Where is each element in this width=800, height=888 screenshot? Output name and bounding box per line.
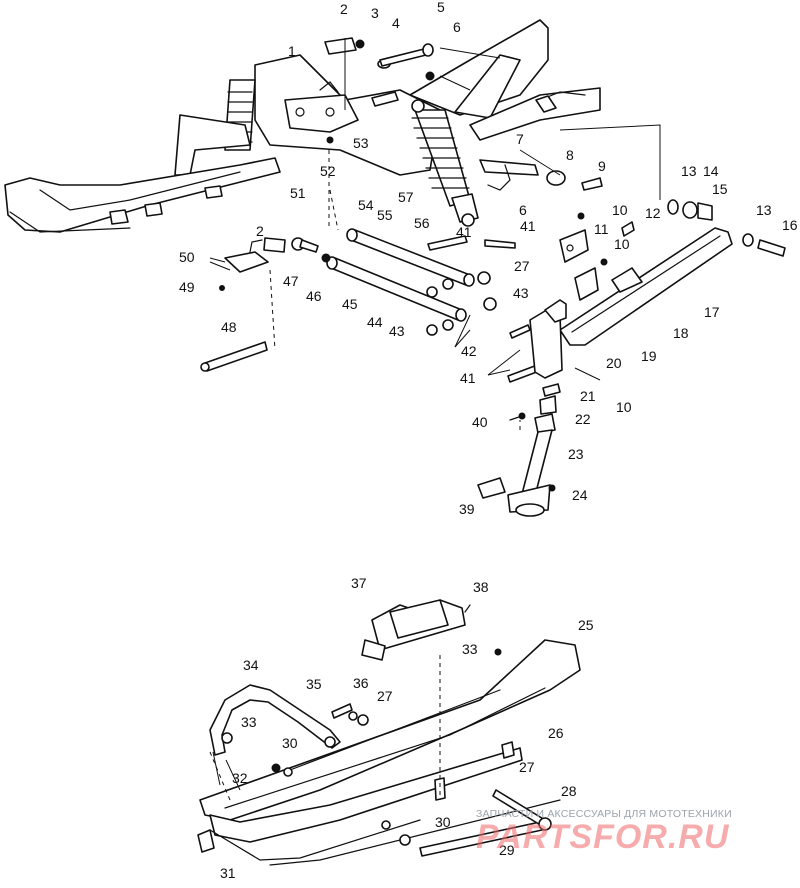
callout-42: 42: [461, 343, 477, 359]
spindle-mount-frame: [254, 54, 441, 176]
callout-8: 8: [566, 147, 574, 163]
callout-41c: 41: [460, 370, 476, 386]
ski-loop-handle: [209, 684, 341, 756]
callout-46: 46: [306, 288, 322, 304]
callout-55: 55: [377, 207, 393, 223]
callout-17: 17: [704, 304, 720, 320]
top-hardware: [324, 37, 435, 144]
callout-39: 39: [459, 501, 475, 517]
left-mount-hardware: [200, 237, 331, 372]
callout-14: 14: [703, 163, 719, 179]
callout-30b: 30: [435, 814, 451, 830]
ski-saddle: [361, 599, 471, 661]
callout-13: 13: [681, 163, 697, 179]
radius-rods: [326, 228, 497, 336]
callout-45: 45: [342, 296, 358, 312]
callout-30: 30: [282, 735, 298, 751]
callout-28: 28: [561, 783, 577, 799]
callout-16: 16: [782, 217, 798, 233]
callout-53: 53: [353, 135, 369, 151]
callout-24: 24: [572, 487, 588, 503]
callout-37: 37: [351, 575, 367, 591]
callout-38: 38: [473, 579, 489, 595]
callout-19: 19: [641, 348, 657, 364]
callout-26: 26: [548, 725, 564, 741]
callout-15: 15: [712, 181, 728, 197]
a-arm-bushings: [667, 199, 786, 257]
callout-36: 36: [353, 675, 369, 691]
callout-21: 21: [580, 388, 596, 404]
callout-49: 49: [179, 279, 195, 295]
callout-43b: 43: [389, 323, 405, 339]
callout-9: 9: [598, 158, 606, 174]
callout-2b: 2: [256, 223, 264, 239]
ski: [199, 639, 581, 866]
watermark-tagline: ЗАПЧАСТИ И АКСЕССУАРЫ ДЛЯ МОТОТЕХНИКИ: [476, 808, 732, 820]
callout-27c: 27: [377, 688, 393, 704]
callout-52: 52: [320, 163, 336, 179]
callout-33: 33: [462, 641, 478, 657]
callout-3: 3: [371, 5, 379, 21]
callout-27b: 27: [519, 759, 535, 775]
callout-48: 48: [221, 319, 237, 335]
ski-spindle: [477, 412, 556, 517]
callout-18: 18: [673, 325, 689, 341]
callout-35: 35: [306, 676, 322, 692]
callout-10c: 10: [616, 399, 632, 415]
callout-32: 32: [232, 770, 248, 786]
callout-1: 1: [288, 43, 296, 59]
callout-4: 4: [392, 15, 400, 31]
lower-control-arm: [559, 227, 733, 346]
callout-44: 44: [367, 314, 383, 330]
ski-hardware: [197, 648, 552, 857]
callout-41: 41: [456, 224, 472, 240]
callout-51: 51: [290, 185, 306, 201]
callout-20: 20: [606, 355, 622, 371]
callout-31: 31: [220, 865, 236, 881]
callout-47: 47: [283, 273, 299, 289]
callout-11: 11: [594, 221, 609, 237]
assembly-lines-lower: [209, 655, 441, 801]
callout-23: 23: [568, 446, 584, 462]
callout-6: 6: [453, 19, 461, 35]
callout-56: 56: [414, 215, 430, 231]
callout-7: 7: [516, 131, 524, 147]
callout-41b: 41: [520, 218, 536, 234]
callout-54: 54: [358, 197, 374, 213]
callout-5: 5: [437, 0, 445, 15]
callout-34: 34: [243, 657, 259, 673]
callout-13b: 13: [756, 202, 772, 218]
left-ski-assembly: [4, 114, 281, 233]
callout-40: 40: [472, 414, 488, 430]
callout-25: 25: [578, 617, 594, 633]
tie-rod-end-hardware: [559, 212, 635, 301]
callout-57: 57: [398, 189, 414, 205]
callout-2: 2: [340, 1, 348, 17]
spindle-housing: [529, 299, 567, 415]
watermark-logo: PARTSFOR.RU: [476, 818, 730, 856]
callout-labels: 1 2 3 4 5 6 7 8 9 10 10 10 11 12 13 13 1…: [179, 0, 798, 881]
callout-6b: 6: [519, 202, 527, 218]
callout-10: 10: [612, 202, 628, 218]
callout-43: 43: [513, 285, 529, 301]
watermark: ЗАПЧАСТИ И АКСЕССУАРЫ ДЛЯ МОТОТЕХНИКИ PA…: [476, 808, 786, 854]
callout-33b: 33: [241, 714, 257, 730]
callout-50: 50: [179, 249, 195, 265]
steering-linkage: [479, 159, 603, 191]
frame-bulkhead: [409, 19, 601, 141]
callout-12: 12: [645, 205, 661, 221]
callout-22: 22: [575, 411, 591, 427]
callout-29: 29: [499, 842, 515, 858]
callout-10b: 10: [614, 236, 630, 252]
callout-27: 27: [514, 258, 530, 274]
shock-absorber: [411, 99, 479, 227]
assembly-lines-upper: [209, 38, 661, 430]
